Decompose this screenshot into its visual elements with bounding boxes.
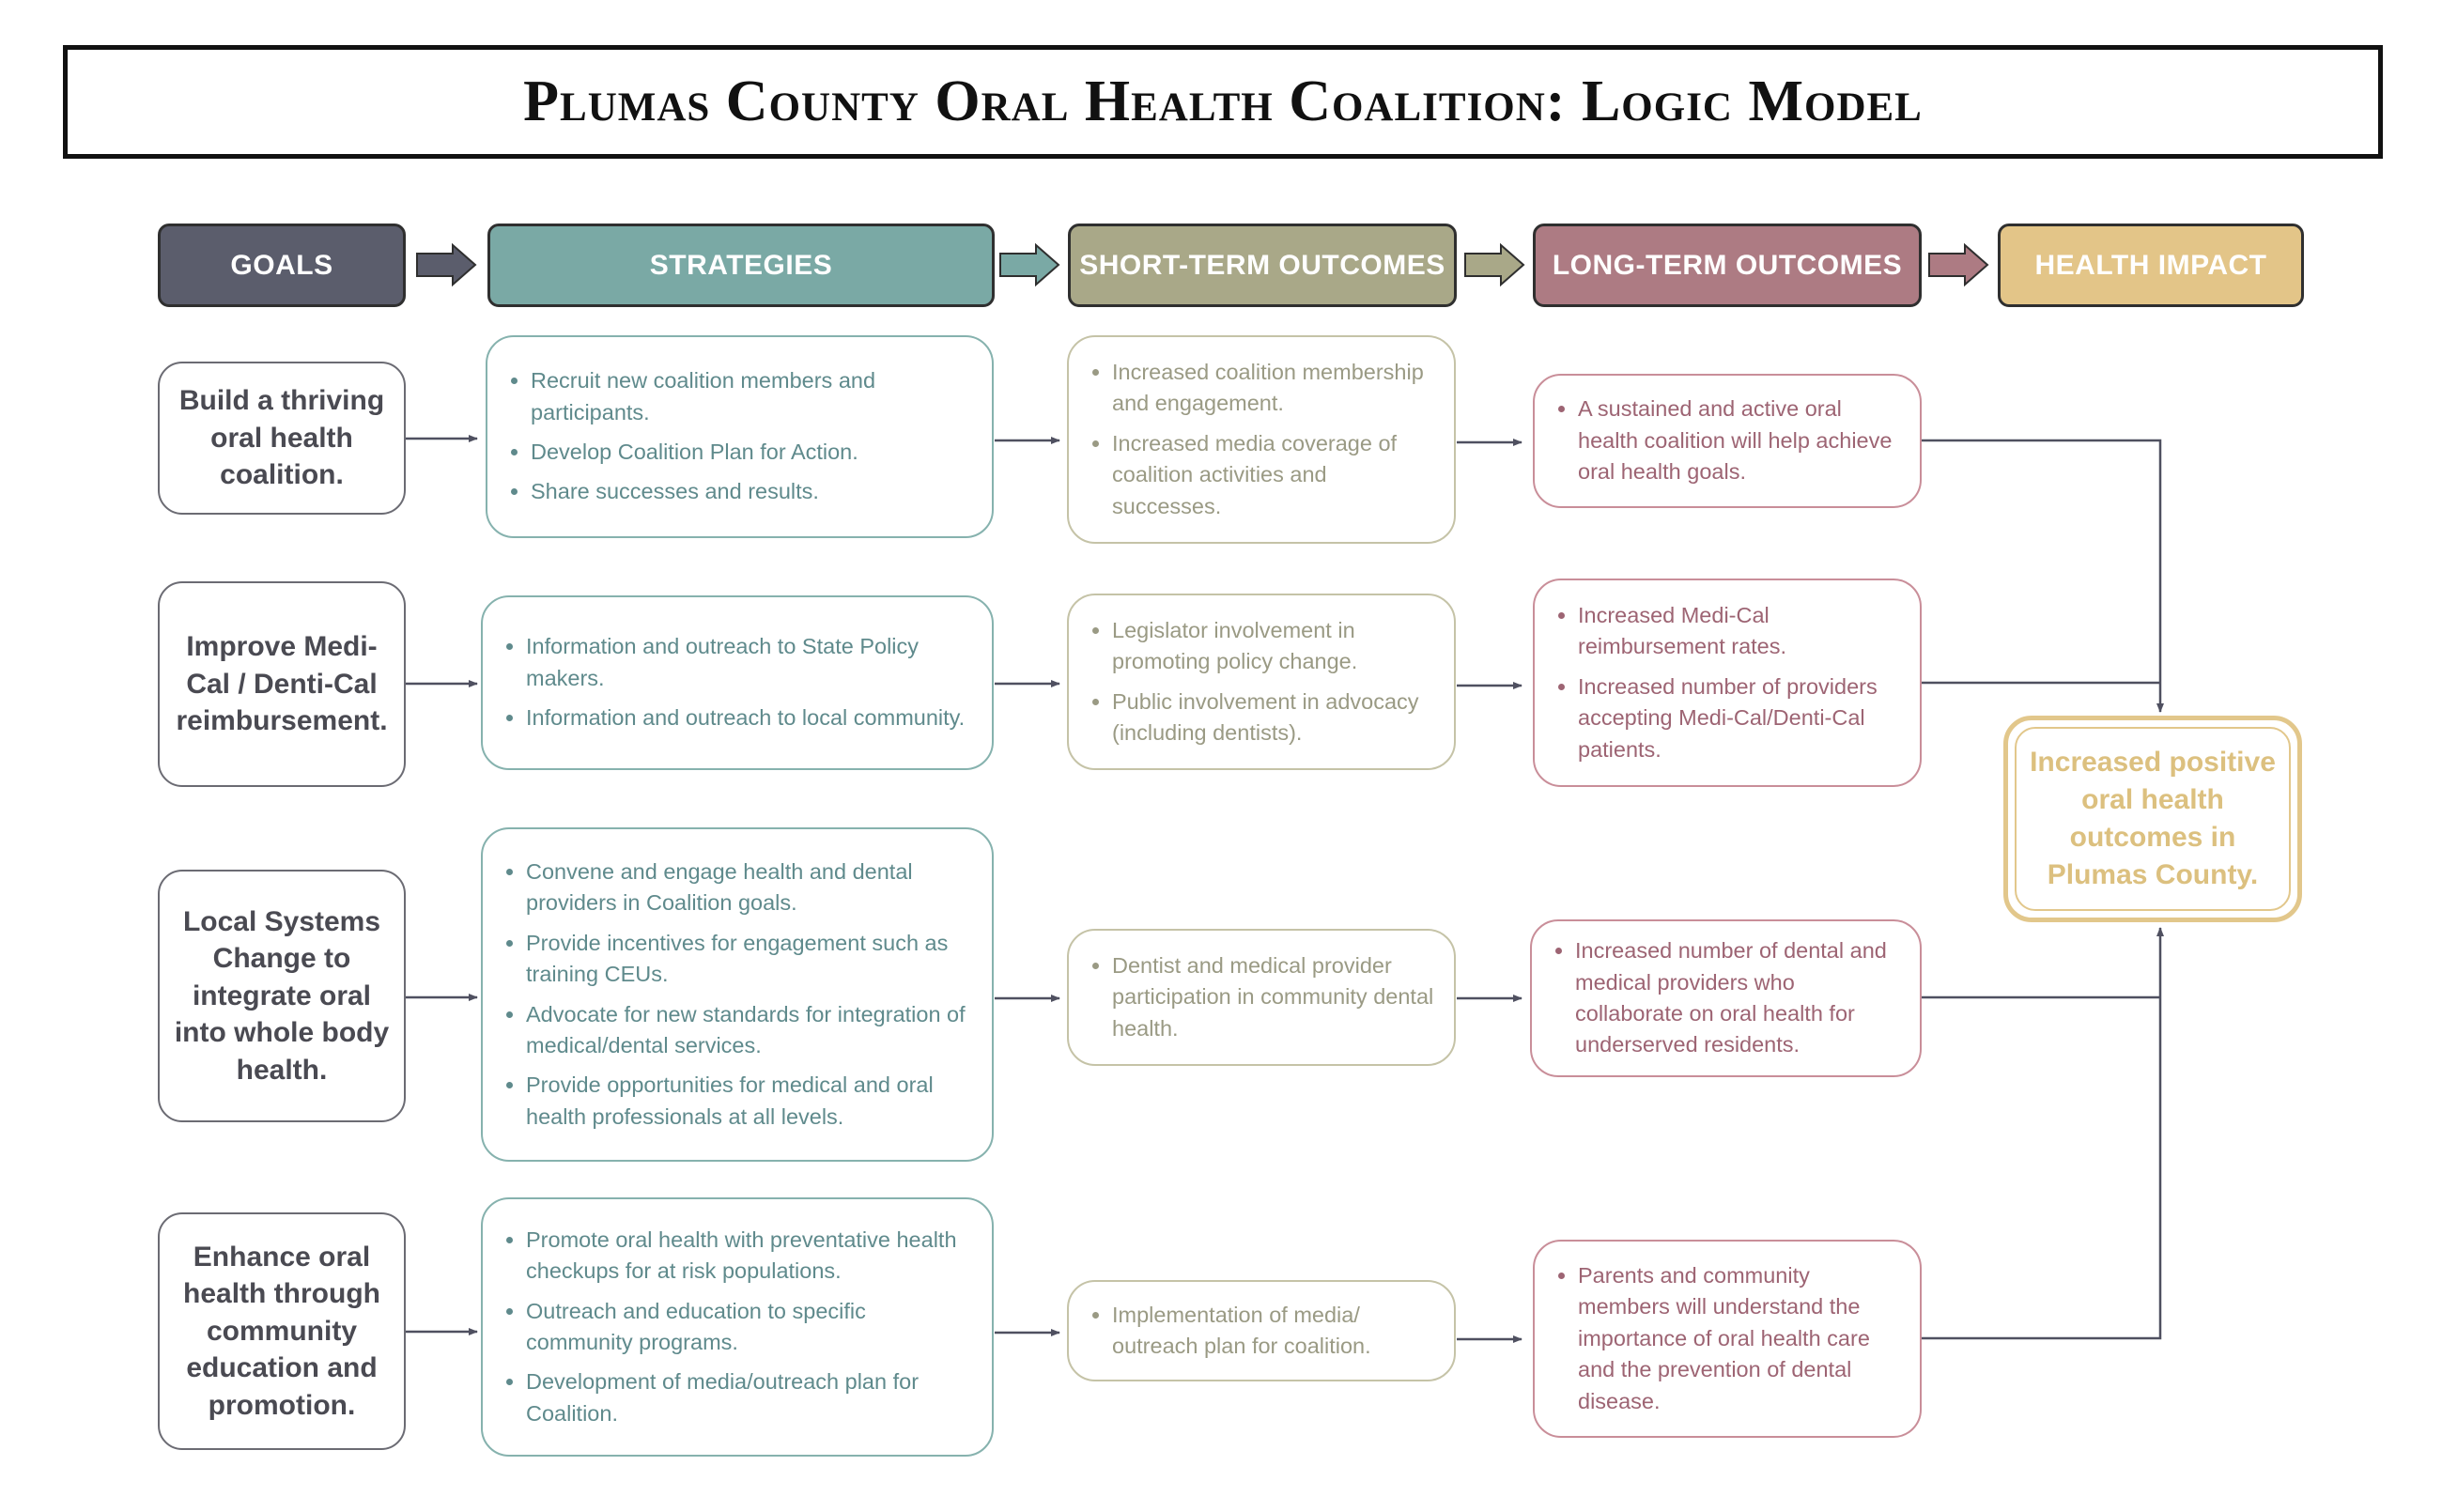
strategies-box: Promote oral health with preventative he… xyxy=(481,1197,994,1457)
header-long-term: LONG-TERM OUTCOMES xyxy=(1533,224,1922,307)
goal-box: Improve Medi-Cal / Denti-Cal reimburseme… xyxy=(158,581,406,787)
goal-box: Local Systems Change to integrate oral i… xyxy=(158,870,406,1122)
short-term-item: Implementation of media/ outreach plan f… xyxy=(1112,1300,1435,1363)
strategy-item: Information and outreach to local commun… xyxy=(526,702,973,733)
long-term-box: A sustained and active oral health coali… xyxy=(1533,374,1922,508)
short-term-item: Increased media coverage of coalition ac… xyxy=(1112,428,1435,522)
long-term-item: Increased Medi-Cal reimbursement rates. xyxy=(1578,600,1901,663)
strategies-box: Information and outreach to State Policy… xyxy=(481,595,994,770)
long-term-item: Parents and community members will under… xyxy=(1578,1260,1901,1417)
strategy-item: Develop Coalition Plan for Action. xyxy=(531,437,973,468)
title-banner: Plumas County Oral Health Coalition: Log… xyxy=(63,45,2383,159)
page-title: Plumas County Oral Health Coalition: Log… xyxy=(523,69,1923,133)
header-strategies: STRATEGIES xyxy=(487,224,995,307)
goal-text: Local Systems Change to integrate oral i… xyxy=(174,905,390,1086)
strategy-item: Convene and engage health and dental pro… xyxy=(526,856,973,919)
goal-text: Build a thriving oral health coalition. xyxy=(178,385,385,491)
header-goals: GOALS xyxy=(158,224,406,307)
short-term-item: Dentist and medical provider participati… xyxy=(1112,950,1435,1044)
strategy-item: Provide opportunities for medical and or… xyxy=(526,1070,973,1133)
strategy-item: Provide incentives for engagement such a… xyxy=(526,928,973,991)
header-arrow-icon xyxy=(999,242,1060,287)
long-term-item: A sustained and active oral health coali… xyxy=(1578,393,1901,487)
header-impact-label: HEALTH IMPACT xyxy=(2034,249,2267,281)
header-arrow-icon xyxy=(1464,242,1525,287)
short-term-item: Public involvement in advocacy (includin… xyxy=(1112,687,1435,749)
goal-box: Build a thriving oral health coalition. xyxy=(158,362,406,515)
goal-box: Enhance oral health through community ed… xyxy=(158,1212,406,1450)
short-term-box: Implementation of media/ outreach plan f… xyxy=(1067,1280,1456,1381)
header-arrow-icon xyxy=(416,242,477,287)
strategy-item: Development of media/outreach plan for C… xyxy=(526,1366,973,1429)
header-long-term-label: LONG-TERM OUTCOMES xyxy=(1552,249,1903,281)
health-impact-inner: Increased positive oral health outcomes … xyxy=(2015,727,2291,911)
long-term-item: Increased number of providers accepting … xyxy=(1578,671,1901,765)
long-term-item: Increased number of dental and medical p… xyxy=(1575,935,1901,1060)
health-impact-box: Increased positive oral health outcomes … xyxy=(2003,716,2302,922)
header-arrow-icon xyxy=(1928,242,1989,287)
health-impact-text: Increased positive oral health outcomes … xyxy=(2030,747,2276,890)
header-strategies-label: STRATEGIES xyxy=(649,249,833,281)
header-impact: HEALTH IMPACT xyxy=(1998,224,2304,307)
strategy-item: Recruit new coalition members and partic… xyxy=(531,365,973,428)
header-short-term-label: SHORT-TERM OUTCOMES xyxy=(1079,249,1445,281)
short-term-box: Dentist and medical provider participati… xyxy=(1067,929,1456,1066)
goal-text: Enhance oral health through community ed… xyxy=(183,1241,380,1421)
strategy-item: Advocate for new standards for integrati… xyxy=(526,999,973,1062)
strategies-box: Convene and engage health and dental pro… xyxy=(481,827,994,1162)
strategy-item: Share successes and results. xyxy=(531,476,973,507)
short-term-item: Legislator involvement in promoting poli… xyxy=(1112,615,1435,678)
header-short-term: SHORT-TERM OUTCOMES xyxy=(1068,224,1457,307)
short-term-box: Increased coalition membership and engag… xyxy=(1067,335,1456,544)
long-term-box: Increased number of dental and medical p… xyxy=(1530,919,1922,1077)
strategy-item: Outreach and education to specific commu… xyxy=(526,1296,973,1359)
long-term-box: Parents and community members will under… xyxy=(1533,1240,1922,1438)
short-term-item: Increased coalition membership and engag… xyxy=(1112,357,1435,420)
header-goals-label: GOALS xyxy=(230,249,333,281)
goal-text: Improve Medi-Cal / Denti-Cal reimburseme… xyxy=(176,631,388,737)
long-term-box: Increased Medi-Cal reimbursement rates. … xyxy=(1533,579,1922,787)
strategy-item: Promote oral health with preventative he… xyxy=(526,1225,973,1288)
strategies-box: Recruit new coalition members and partic… xyxy=(486,335,994,538)
short-term-box: Legislator involvement in promoting poli… xyxy=(1067,594,1456,770)
strategy-item: Information and outreach to State Policy… xyxy=(526,631,973,694)
